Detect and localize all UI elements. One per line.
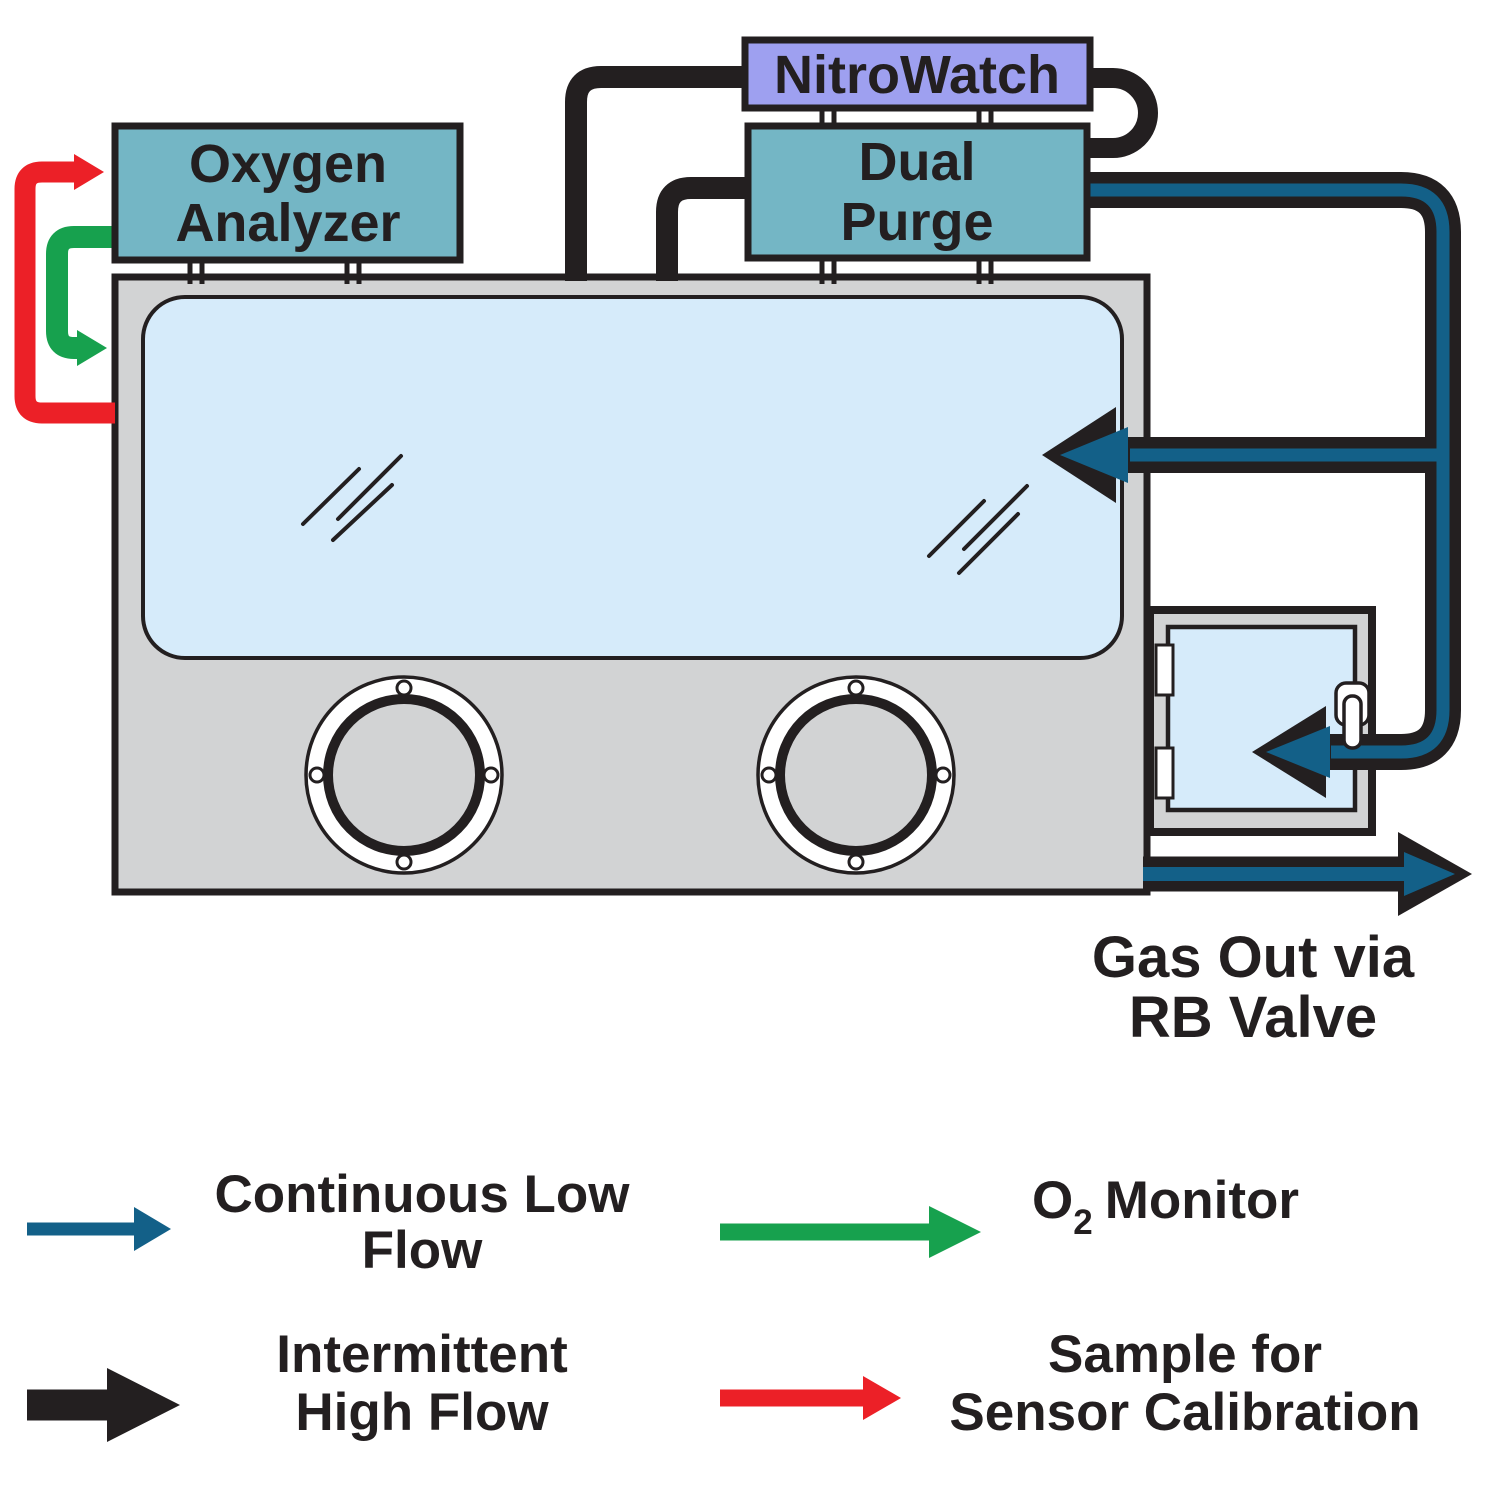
o2-monitor-arrowhead: [929, 1206, 981, 1258]
port-bolt: [847, 853, 865, 871]
continuous-low-flow-arrowhead: [134, 1207, 171, 1251]
sample-calibration-arrowhead: [74, 154, 104, 190]
port-ring: [323, 694, 485, 856]
equipment-boxes: NitroWatch Dual Purge Oxygen Analyzer: [111, 36, 1094, 264]
dual-purge-label-line2: Purge: [840, 192, 993, 252]
legend-item-intermittent-high-flow: Intermittent High Flow: [27, 1325, 568, 1442]
pipe-dualpurge-to-glovebox: [656, 177, 748, 281]
oxygen-analyzer-box: [111, 122, 464, 264]
door-hinge-bottom: [1154, 746, 1175, 800]
port-bolt: [395, 853, 413, 871]
intermittent-high-flow-arrowhead: [107, 1368, 180, 1442]
port-bolt: [760, 766, 778, 784]
nitrowatch-label: NitroWatch: [774, 45, 1060, 105]
shine-line: [962, 484, 1029, 551]
intermittent-high-flow-label-line2: High Flow: [295, 1383, 549, 1442]
pipe-nitrowatch-to-glovebox: [565, 66, 748, 281]
o2-monitor-pipe: [46, 226, 115, 359]
sample-calibration-label-line2: Sensor Calibration: [949, 1383, 1420, 1442]
arrowheads-teal: [1060, 427, 1455, 896]
port-bolt: [308, 766, 326, 784]
dual-purge-box: [744, 122, 1091, 262]
sample-calibration-pipe: [14, 161, 115, 424]
window-shine-right: [927, 484, 1029, 575]
continuous-low-flow-label-line1: Continuous Low: [214, 1165, 630, 1224]
oxygen-analyzer-label-line2: Analyzer: [175, 193, 400, 253]
legend-item-continuous-low-flow: Continuous Low Flow: [27, 1165, 630, 1280]
port-bolt: [482, 766, 500, 784]
o2-monitor-arrowhead: [77, 330, 107, 366]
glovebox: [111, 273, 1151, 896]
shine-line: [331, 483, 394, 542]
door-hinge-top: [1154, 643, 1175, 697]
shine-line: [957, 512, 1020, 575]
port-bolt: [847, 679, 865, 697]
glovebox-window: [141, 295, 1124, 660]
gas-out-label-line2: RB Valve: [1129, 985, 1377, 1050]
shine-line: [927, 499, 986, 558]
shine-line: [301, 467, 361, 526]
chamber-arrowhead-low-flow: [1060, 427, 1128, 483]
door-latch: [1334, 681, 1371, 750]
glove-port-left: [304, 675, 504, 875]
sample-calibration-arrowhead: [863, 1376, 901, 1420]
intermittent-high-flow-label-line1: Intermittent: [276, 1325, 568, 1384]
antechamber-door: [1165, 624, 1358, 813]
window-shine-left: [301, 454, 403, 542]
pipe-supply-loop-low-flow: [1087, 183, 1450, 759]
gas-out-annotation: Gas Out via RB Valve: [1092, 925, 1415, 1050]
continuous-low-flow-label-line2: Flow: [362, 1221, 483, 1280]
pipe-nitrowatch-to-dualpurge-u: [1085, 68, 1158, 158]
sensor-sample-arrows: [14, 154, 115, 424]
port-bolt: [934, 766, 952, 784]
gas-out-label-line1: Gas Out via: [1092, 925, 1415, 990]
port-bolt: [395, 679, 413, 697]
nitrowatch-box: [741, 36, 1094, 112]
sample-calibration-label-line1: Sample for: [1048, 1325, 1322, 1384]
oxygen-analyzer-label-line1: Oxygen: [189, 134, 387, 194]
antechamber-arrowhead-low-flow: [1266, 726, 1330, 778]
gas-out-arrowhead-low-flow: [1404, 852, 1455, 896]
dual-purge-label-line1: Dual: [858, 132, 975, 192]
shine-line: [336, 454, 403, 521]
legend-item-sample-calibration: Sample for Sensor Calibration: [720, 1325, 1421, 1442]
pipes-teal: [1087, 183, 1450, 881]
glove-port-right: [756, 675, 956, 875]
port-ring: [775, 694, 937, 856]
latch-handle: [1342, 694, 1363, 750]
